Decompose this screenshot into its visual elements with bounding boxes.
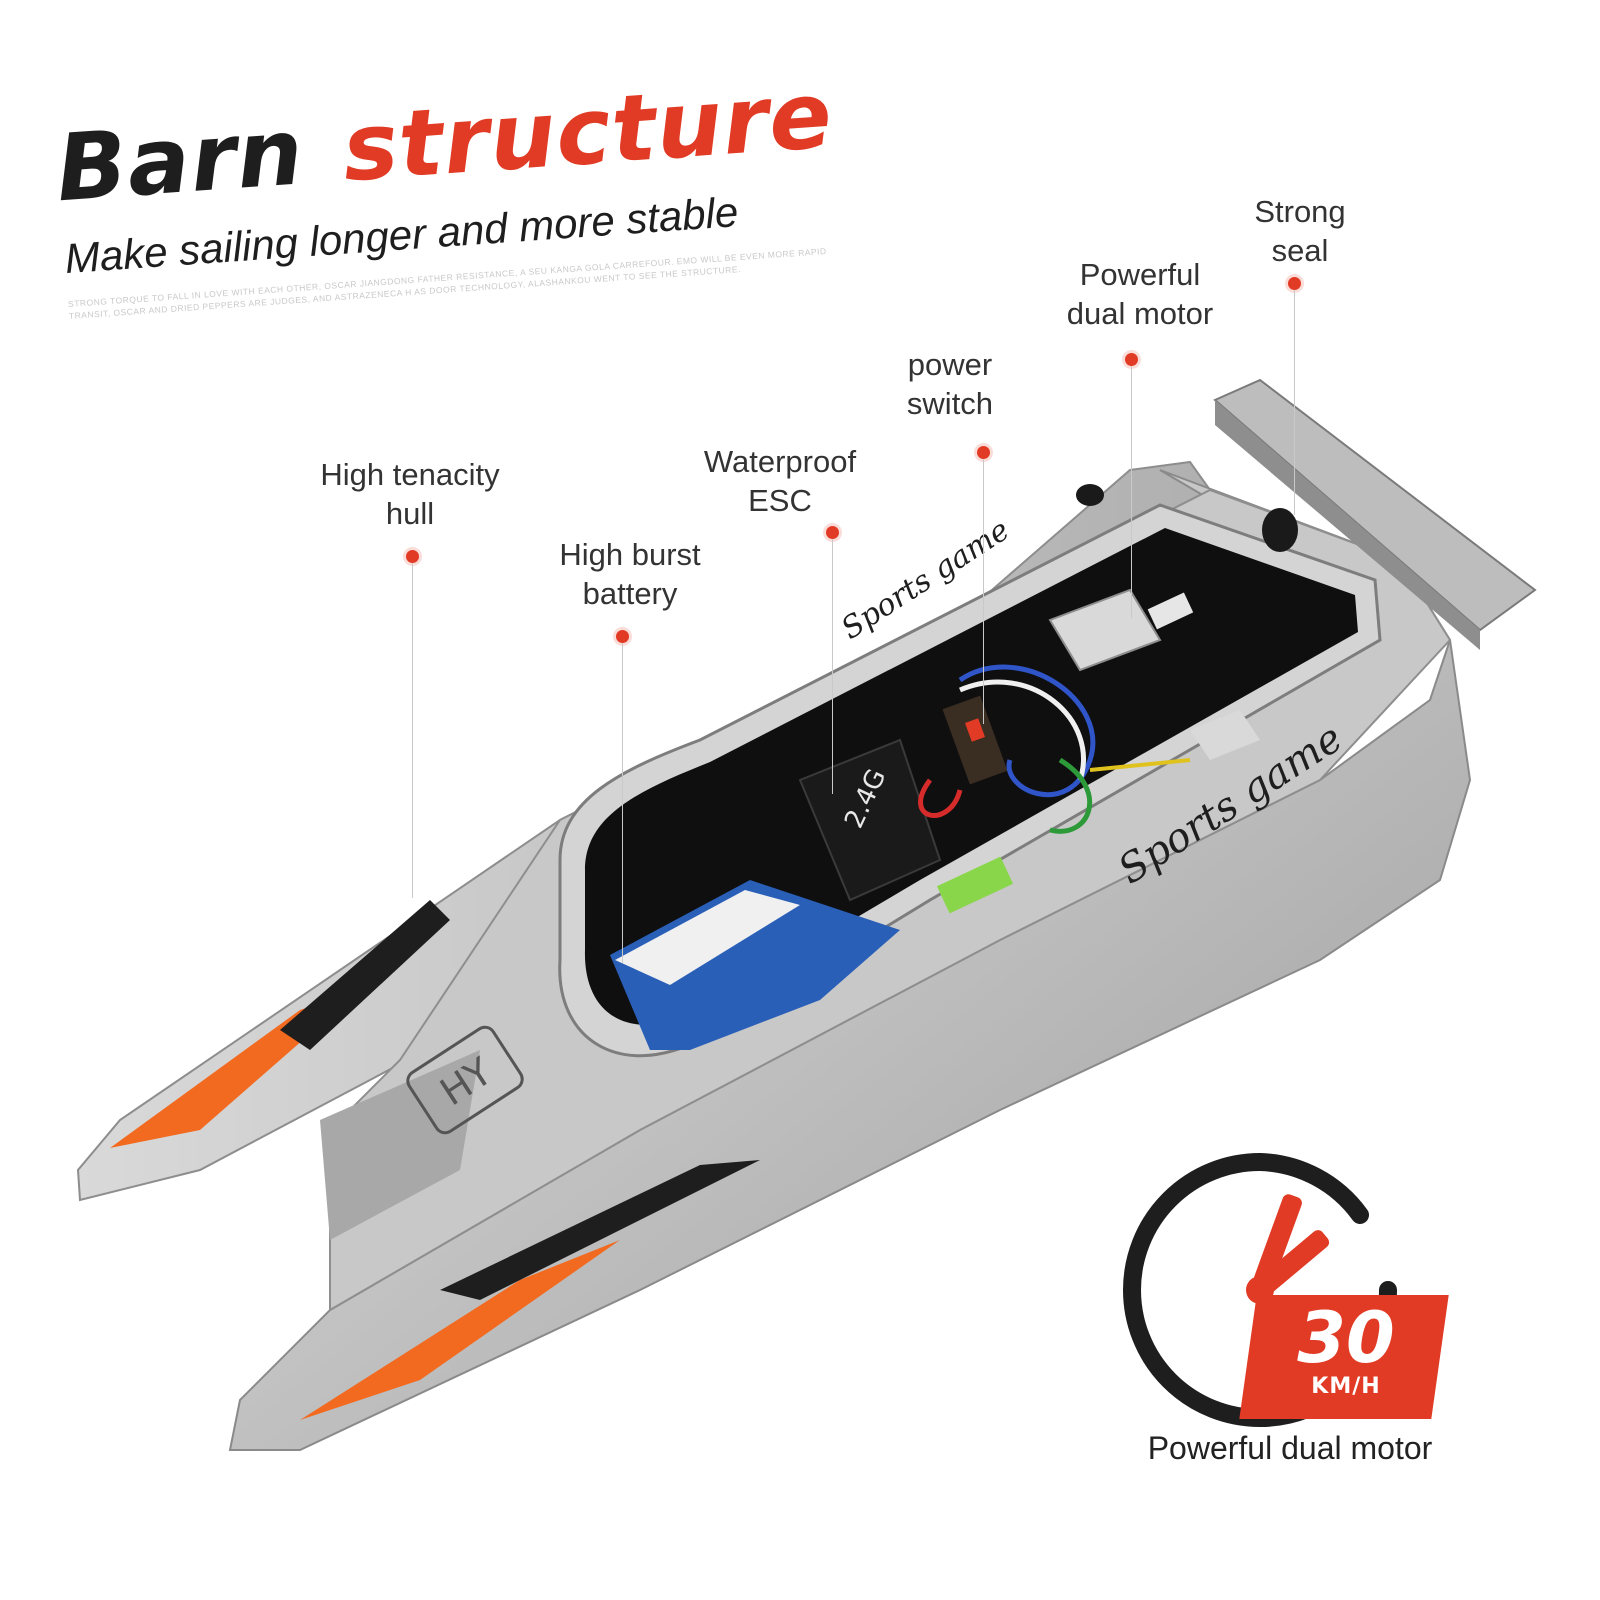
motor-mount <box>1048 588 1162 672</box>
hull-main <box>228 469 1472 1451</box>
speed-value: 30 <box>1297 1297 1395 1379</box>
speedometer-arc-end <box>1251 1153 1369 1224</box>
callout-esc-line <box>832 539 833 794</box>
callout-battery-line2: battery <box>582 576 678 611</box>
callout-motor-line2: dual motor <box>1066 296 1214 331</box>
fan-icon <box>1246 1194 1330 1304</box>
callout-switch-label: power switch <box>840 345 1060 423</box>
stripe-right-black <box>440 1160 760 1300</box>
speed-caption: Powerful dual motor <box>1147 1430 1433 1466</box>
wire-red <box>918 778 963 818</box>
callout-hull-label: High tenacity hull <box>300 455 520 533</box>
speed-unit: KM/H <box>1311 1374 1381 1399</box>
motor-shaft <box>1147 592 1194 630</box>
wire-white <box>959 679 1086 781</box>
callout-esc-dot <box>826 526 839 539</box>
callout-motor-line1: Powerful <box>1079 257 1201 292</box>
callout-esc-label: Waterproof ESC <box>670 442 890 520</box>
callout-seal-dot <box>1288 277 1301 290</box>
stripe-right-orange <box>300 1240 620 1420</box>
callout-motor-label: Powerful dual motor <box>1025 255 1255 333</box>
wire-yellow <box>1089 758 1191 772</box>
esc-module <box>798 738 942 902</box>
callout-switch-line <box>983 459 984 724</box>
callout-seal-line <box>1294 290 1295 515</box>
power-switch-toggle <box>965 718 985 742</box>
callout-hull-line2: hull <box>385 496 435 531</box>
title-part2: structure <box>339 61 836 203</box>
callout-seal-label: Strong seal <box>1200 192 1400 270</box>
title-part1: Barn <box>52 98 307 223</box>
motor-mount-2 <box>1190 710 1260 760</box>
callout-seal-line1: Strong <box>1254 194 1346 229</box>
connector-green <box>936 856 1014 914</box>
callout-battery-line <box>622 643 623 963</box>
wire-green <box>1049 757 1092 834</box>
callout-battery-label: High burst battery <box>520 535 740 613</box>
callout-hull-line <box>412 563 413 898</box>
callout-switch-line2: switch <box>906 386 994 421</box>
battery-label <box>615 890 800 985</box>
rear-wing-edge <box>1215 400 1480 650</box>
callout-hull-line1: High tenacity <box>320 457 500 492</box>
callout-battery-line1: High burst <box>559 537 701 572</box>
battery-pack <box>610 880 900 1050</box>
callout-esc-line1: Waterproof <box>703 444 857 479</box>
callout-battery-dot <box>616 630 629 643</box>
callout-seal-line2: seal <box>1271 233 1329 268</box>
stripe-left-black <box>280 900 450 1050</box>
callout-hull-dot <box>406 550 419 563</box>
callout-motor-line <box>1131 366 1132 618</box>
wire-blue <box>958 664 1096 798</box>
seal-knob <box>1262 508 1298 552</box>
antenna-knob <box>1076 484 1104 506</box>
callout-switch-dot <box>977 446 990 459</box>
callout-motor-dot <box>1125 353 1138 366</box>
hull-tunnel <box>320 1050 480 1240</box>
callout-esc-line2: ESC <box>748 483 812 518</box>
callout-switch-line1: power <box>907 347 993 382</box>
